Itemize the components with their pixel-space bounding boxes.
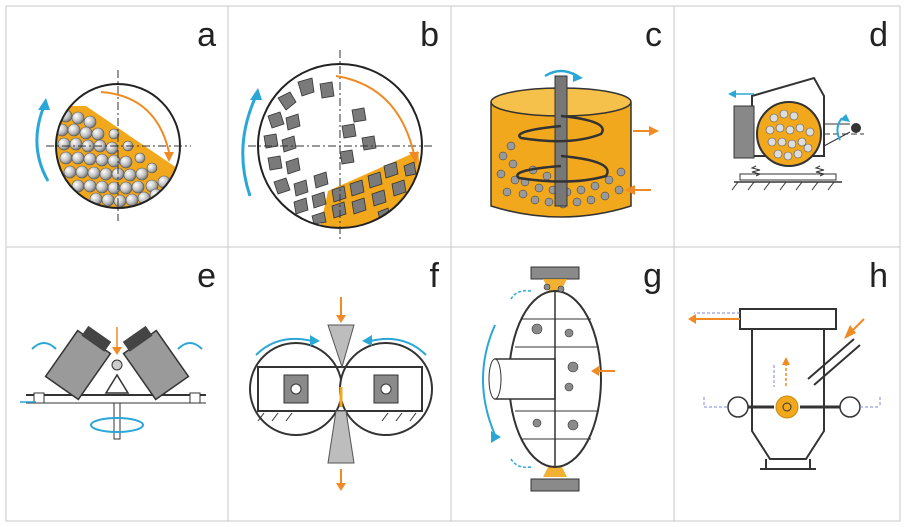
- grinding-media: [263, 77, 417, 225]
- ball-charge: [56, 106, 180, 208]
- panel-label-e: e: [197, 257, 216, 295]
- panel-label-b: b: [420, 16, 439, 54]
- panel-b: b: [228, 6, 451, 247]
- panel-a: a: [6, 6, 228, 247]
- panel-c: c: [451, 6, 674, 247]
- panel-f: f: [228, 247, 451, 521]
- vibratory-mill-drawing: [728, 76, 864, 191]
- panel-label-a: a: [197, 16, 216, 54]
- impact-mill-drawing: [482, 266, 615, 492]
- panel-label-d: d: [869, 16, 888, 54]
- stirred-mill-drawing: [490, 69, 659, 218]
- roller-press-drawing: [249, 297, 433, 491]
- panel-h: h: [674, 247, 900, 521]
- panel-label-h: h: [869, 257, 888, 295]
- panel-g: g: [451, 247, 674, 521]
- ball-mill-drawing: [35, 70, 191, 221]
- panel-label-c: c: [645, 16, 662, 54]
- panel-label-g: g: [643, 257, 662, 295]
- planetary-mill-drawing: [20, 325, 206, 440]
- jet-mill-drawing: [688, 308, 881, 470]
- ball-mill-large-media-drawing: [241, 50, 433, 242]
- panel-d: d: [674, 6, 900, 247]
- panel-label-f: f: [429, 257, 439, 295]
- panel-e: e: [6, 247, 228, 521]
